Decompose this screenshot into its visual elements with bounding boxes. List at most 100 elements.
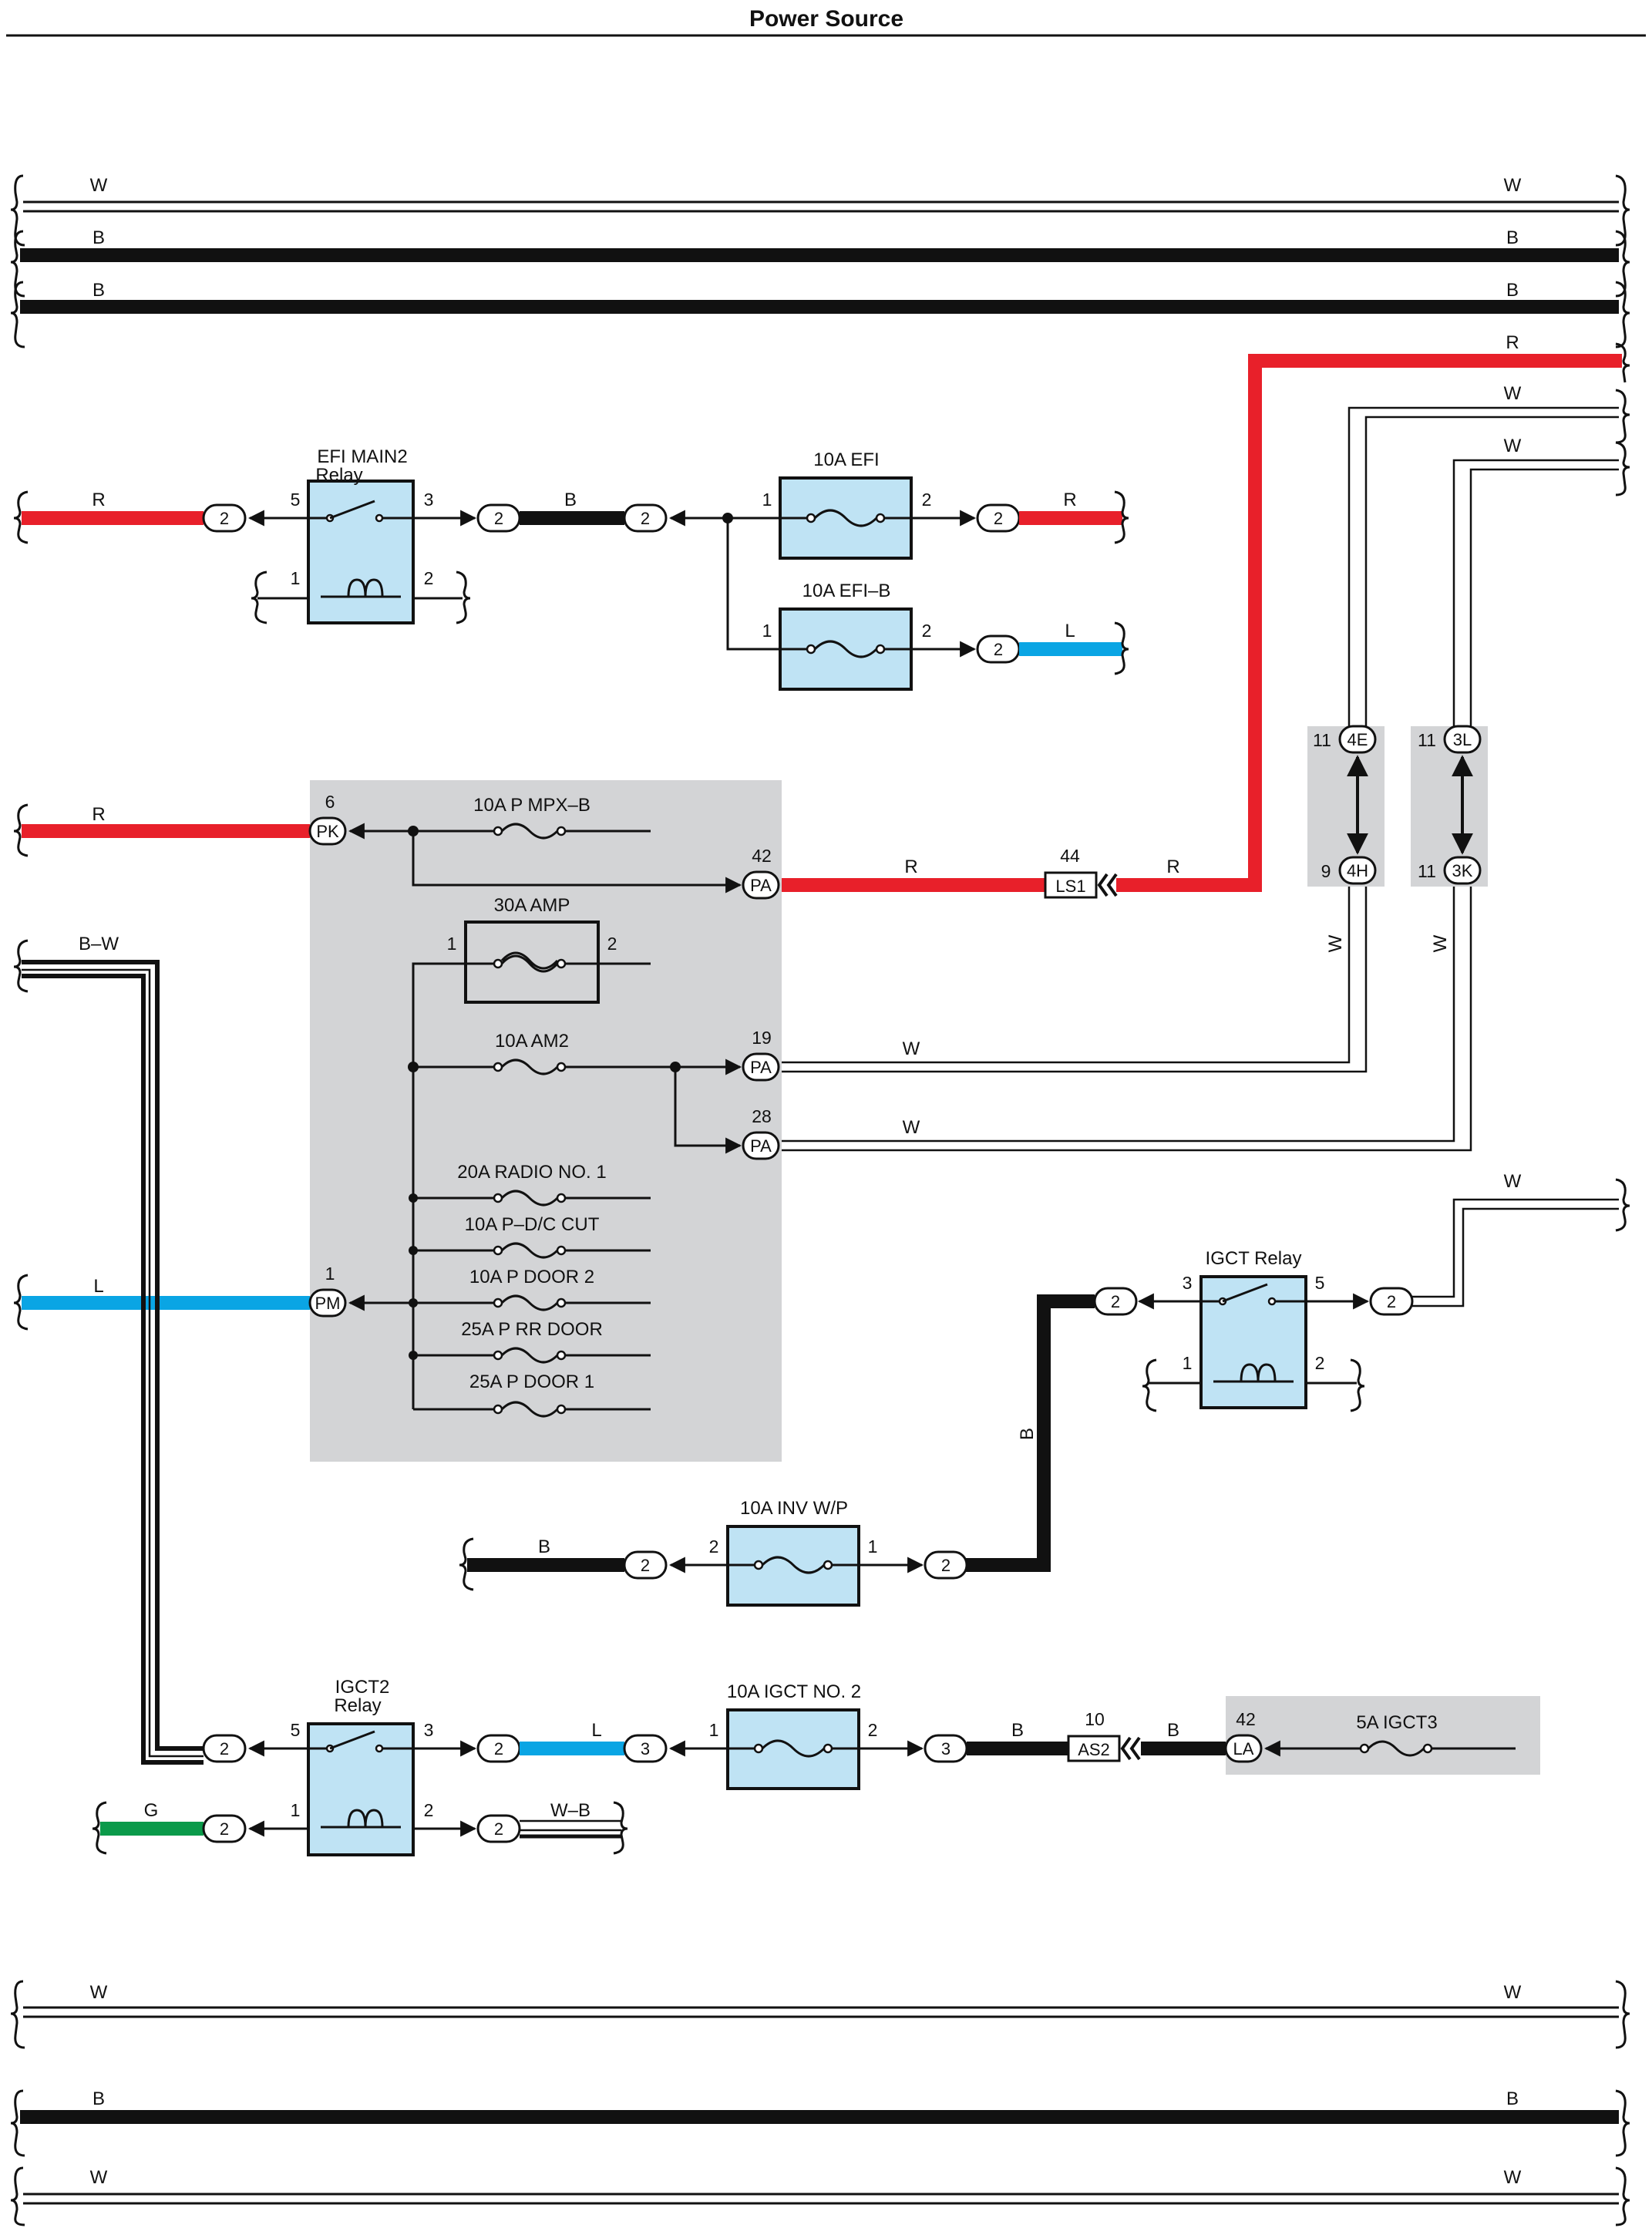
pk-input-wire-label: R: [92, 804, 105, 825]
top-bus-w-label-left: W: [90, 175, 108, 196]
connector-pa-28-code: PA: [750, 1136, 772, 1156]
igct-relay-output-connector: 2: [1387, 1292, 1396, 1311]
igct-relay: [1199, 1275, 1307, 1409]
fuse-20a-radio-no1-name: 20A RADIO NO. 1: [457, 1162, 606, 1183]
bottom-bus-w2-label-right: W: [1504, 2167, 1522, 2188]
fuse-30a-amp-name: 30A AMP: [494, 895, 570, 916]
connector-la-code: LA: [1233, 1739, 1254, 1759]
right-feed-r-label: R: [1506, 332, 1519, 353]
efi-main2-circuit: R 2 EFI MAIN2 Relay 5 3 1 2 2 B 2 10A EF…: [13, 446, 1129, 691]
fuse-10a-igct-no2-pin-1: 1: [709, 1720, 719, 1740]
igct-relay-input-wire-label: B: [1017, 1428, 1038, 1440]
bottom-bus-w2-label-left: W: [90, 2167, 108, 2188]
bottom-bus-w1-label-right: W: [1504, 1982, 1522, 2003]
efi-main2-pin-1: 1: [291, 568, 301, 588]
igct-relay-name: IGCT Relay: [1206, 1248, 1302, 1269]
connector-3k-code: 3K: [1452, 861, 1473, 880]
fuse-10a-inv-wp-pin-2: 2: [709, 1536, 719, 1557]
fuse-10a-p-d-c-cut: 10A P–D/C CUT: [409, 1214, 651, 1259]
inv-wp-circuit: B 2 10A INV W/P 2 1 2: [459, 1498, 968, 1607]
connector-4e-code: 4E: [1348, 730, 1368, 749]
igct2-coil-input-connector: 2: [220, 1819, 229, 1839]
fuse-30a-amp-pin-2: 2: [607, 934, 617, 954]
fuse-10a-efi-b-output-connector: 2: [994, 640, 1003, 659]
junction-4h-wire-label: W: [1325, 934, 1346, 952]
connector-4h-pin: 9: [1321, 861, 1331, 881]
inv-wp-input-connector: 2: [641, 1556, 650, 1575]
igct2-output-wire-label: L: [591, 1720, 601, 1741]
fuse-10a-p-door-2: 10A P DOOR 2: [409, 1267, 651, 1311]
connector-4e-pin: 11: [1313, 730, 1331, 750]
igct-no2-output-wire-label: B: [1011, 1720, 1024, 1741]
connector-pa-19-code: PA: [750, 1058, 772, 1077]
right-feed-w1-label: W: [1504, 383, 1522, 404]
right-feed-r: R: [1116, 332, 1630, 892]
efi-main2-output-connector: 2: [494, 509, 503, 528]
igct-relay-circuit: W 2 IGCT Relay 3 5 1 2 2 B: [948, 1171, 1630, 1572]
right-feed-w2: W: [1452, 436, 1630, 735]
as2-feed-wire-label: B: [1167, 1720, 1179, 1741]
connector-la-pin: 42: [1236, 1709, 1256, 1729]
bottom-bus-b: B B: [10, 2088, 1630, 2157]
b-w-wire-label: B–W: [79, 934, 119, 954]
connector-ls1-code: LS1: [1055, 877, 1085, 896]
top-bus-b2: B B: [10, 280, 1630, 348]
igct3-block: [1226, 1696, 1540, 1775]
efi-main2-output-wire-label: B: [564, 490, 577, 510]
fuse-10a-efi-name: 10A EFI: [813, 449, 879, 470]
efi-main2-input-connector: 2: [220, 509, 229, 528]
igct2-relay-name-2: Relay: [334, 1695, 381, 1716]
efi-main2-relay: [307, 480, 415, 624]
top-bus-b2-label-right: B: [1506, 280, 1519, 301]
fuse-5a-igct3-name: 5A IGCT3: [1356, 1712, 1437, 1733]
connector-3k-pin: 11: [1418, 861, 1436, 881]
fuse-25a-p-door-1-name: 25A P DOOR 1: [469, 1371, 594, 1392]
connector-pa-19-pin: 19: [752, 1028, 772, 1048]
fuse-10a-efi-pin-2: 2: [922, 490, 932, 510]
fuse-10a-p-mpx-b-name: 10A P MPX–B: [473, 795, 590, 816]
bottom-bus-w1: W W: [10, 1980, 1630, 2049]
igct-no2-input-connector: 3: [641, 1739, 650, 1759]
top-bus-b2-label-left: B: [93, 280, 105, 301]
fuse-10a-efi-output-wire-label: R: [1063, 490, 1076, 510]
junction-block-circuits: R PK 6 10A P MPX–B PA 42 R LS1 44 R 30A …: [13, 792, 1472, 1418]
connector-pm-pin: 1: [325, 1264, 335, 1284]
efi-main2-pin-2: 2: [424, 568, 434, 588]
right-feed-w1: W: [1348, 383, 1630, 735]
connector-3l-pin: 11: [1418, 730, 1436, 750]
efi-main2-relay-name-2: Relay: [315, 465, 362, 486]
right-feed-w2-label: W: [1504, 436, 1522, 456]
fuse-10a-efi-b-name: 10A EFI–B: [802, 581, 891, 601]
igct2-pin-3: 3: [424, 1720, 434, 1740]
fuse-25a-p-rr-door-name: 25A P RR DOOR: [461, 1319, 603, 1340]
fuse-10a-inv-wp-pin-1: 1: [868, 1536, 878, 1557]
bottom-bus-w2: W W: [10, 2166, 1630, 2226]
igct2-relay-name: IGCT2: [335, 1677, 390, 1698]
igct2-output-connector: 2: [494, 1739, 503, 1759]
igct-relay-output-wire-label: W: [1504, 1171, 1522, 1192]
efi-fuse-input-connector: 2: [641, 509, 650, 528]
igct2-relay: [307, 1722, 415, 1856]
connector-pa-28-pin: 28: [752, 1106, 772, 1126]
connector-pm-code: PM: [315, 1294, 341, 1313]
igct-relay-input-connector: 2: [1111, 1292, 1120, 1311]
connector-as2-code: AS2: [1078, 1740, 1110, 1759]
bottom-bus-w1-label-left: W: [90, 1982, 108, 2003]
connector-pa-42-pin: 42: [752, 846, 772, 866]
junction-3l-3k: 3L 11 3K 11: [1418, 725, 1482, 885]
inv-wp-input-wire-label: B: [538, 1536, 550, 1557]
igct2-coil-output-wire-label: W–B: [550, 1800, 590, 1821]
connector-4h-code: 4H: [1347, 861, 1368, 880]
fuse-10a-efi-output-connector: 2: [994, 509, 1003, 528]
top-bus-b1-label-left: B: [93, 227, 105, 248]
junction-block: [310, 780, 782, 1462]
igct-relay-pin-2: 2: [1315, 1353, 1325, 1373]
fuse-10a-efi-b-output-wire-label: L: [1065, 621, 1075, 641]
inv-wp-output-connector: 2: [941, 1556, 950, 1575]
igct-relay-pin-3: 3: [1183, 1273, 1193, 1293]
fuse-10a-efi-pin-1: 1: [762, 490, 772, 510]
efi-main2-pin-3: 3: [424, 490, 434, 510]
fuse-10a-am2-name: 10A AM2: [495, 1031, 569, 1052]
junction-4e-4h: 4E 11 4H 9: [1313, 725, 1377, 885]
